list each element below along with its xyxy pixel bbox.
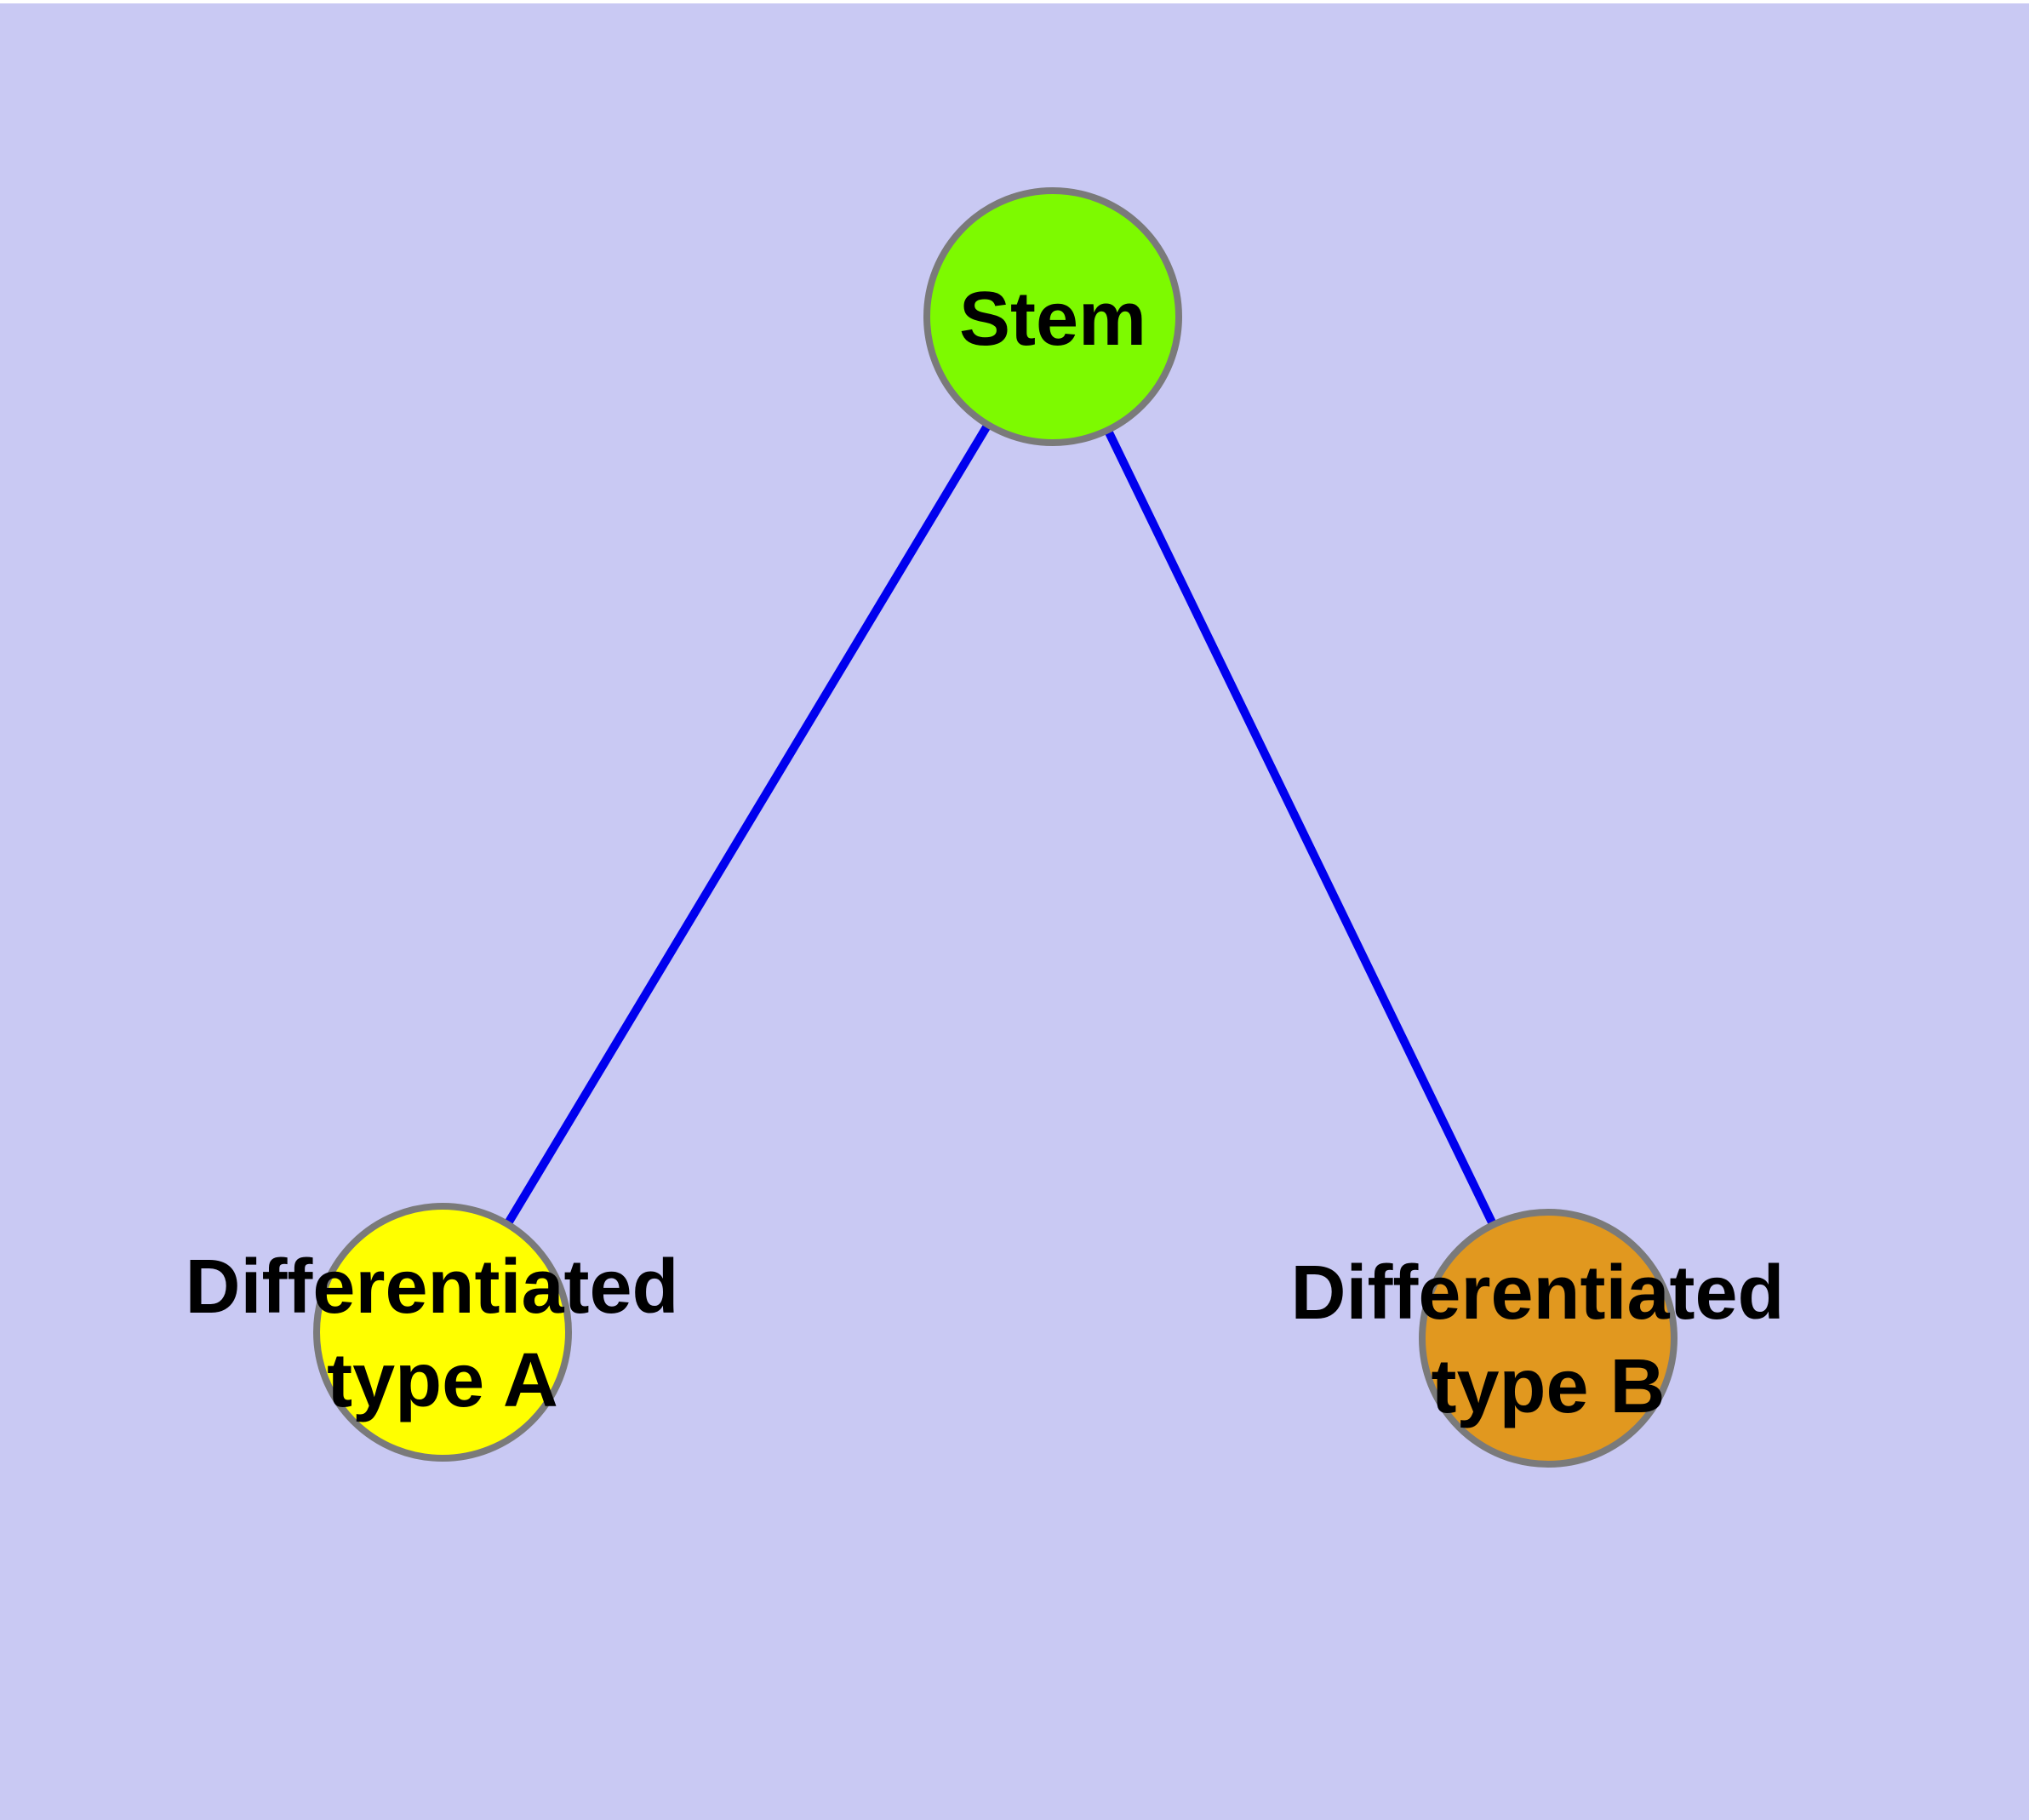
node-stem bbox=[923, 187, 1182, 446]
node-type-a-label-line1: Differentiated bbox=[185, 1245, 678, 1330]
node-type-b-label-line2: type B bbox=[1431, 1344, 1665, 1429]
edge-stem-to-type-a bbox=[438, 314, 1057, 1335]
node-type-a-label-line2: type A bbox=[327, 1338, 558, 1423]
edge-stem-to-type-b bbox=[1049, 314, 1552, 1341]
node-differentiated-type-a bbox=[313, 1203, 572, 1462]
node-stem-label-text: Stem bbox=[959, 277, 1146, 362]
node-stem-label: Stem bbox=[959, 277, 1146, 362]
node-type-b-label: Differentiated type B bbox=[1290, 1251, 1805, 1429]
node-type-b-label-line1: Differentiated bbox=[1290, 1251, 1784, 1336]
node-type-a-label: Differentiated type A bbox=[185, 1245, 700, 1423]
node-differentiated-type-b bbox=[1419, 1209, 1677, 1468]
